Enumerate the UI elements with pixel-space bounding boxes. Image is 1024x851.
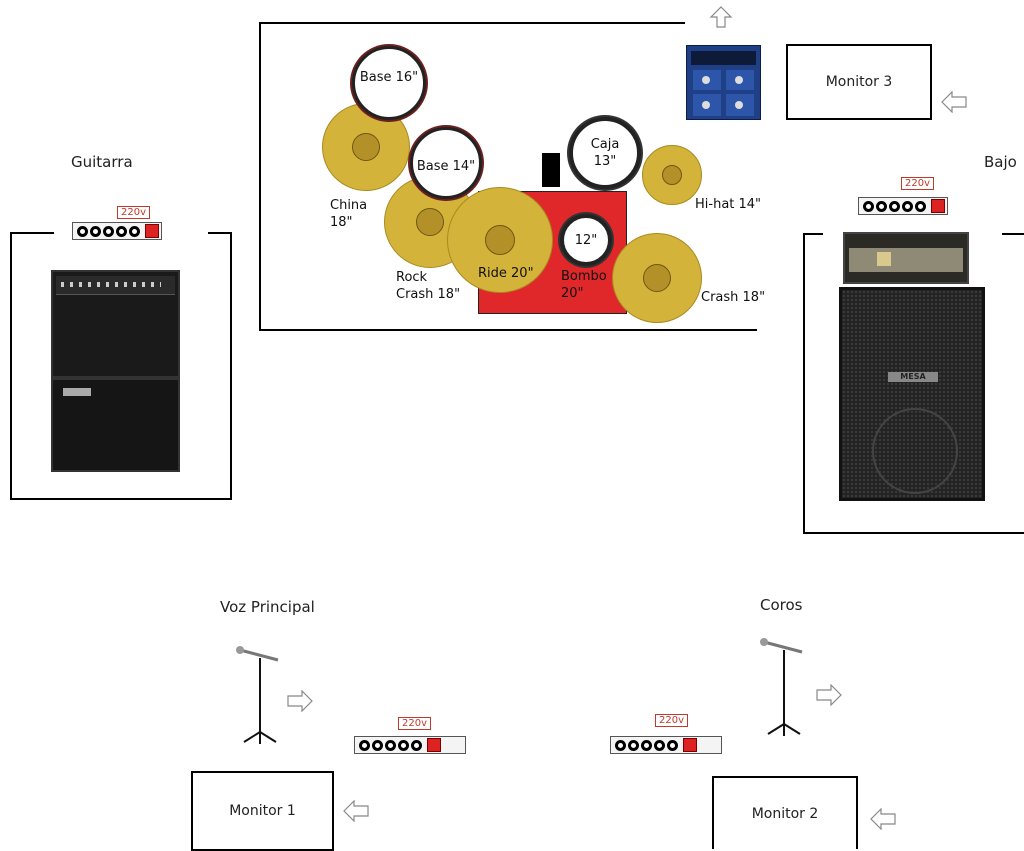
floor-tom-14: Base 14" bbox=[410, 127, 482, 199]
lead-vocal-label: Voz Principal bbox=[220, 598, 315, 616]
bass-power-strip bbox=[858, 197, 948, 215]
rack-tom-12-label: 12" bbox=[574, 232, 598, 248]
bass-voltage-tag: 220v bbox=[901, 177, 935, 190]
power-switch-icon bbox=[931, 199, 945, 213]
power-switch-icon bbox=[427, 738, 441, 752]
guitar-amp-cabinet bbox=[51, 378, 180, 472]
arrow-right-icon bbox=[287, 690, 313, 712]
backing-vocals-voltage-tag: 220v bbox=[655, 714, 689, 727]
arrow-up-icon bbox=[709, 5, 733, 29]
backing-vocals-label: Coros bbox=[760, 596, 803, 614]
guitar-power-strip bbox=[72, 222, 162, 240]
lead-vocal-power-strip bbox=[354, 736, 466, 754]
arrow-left-icon bbox=[941, 91, 967, 113]
ride-cymbal bbox=[447, 187, 553, 293]
floor-tom-16: Base 16" bbox=[352, 46, 426, 120]
monitor-2: Monitor 2 bbox=[712, 776, 858, 849]
arrow-left-icon bbox=[343, 800, 369, 822]
snare-label: Caja 13" bbox=[590, 137, 620, 169]
crash-label: Crash 18" bbox=[701, 290, 766, 305]
floor-tom-14-label: Base 14" bbox=[416, 158, 476, 174]
drum-throne bbox=[542, 153, 560, 187]
ride-label: Ride 20" bbox=[478, 266, 534, 281]
lead-vocal-mic-stand-icon bbox=[234, 646, 284, 750]
bass-amp-head bbox=[843, 232, 969, 284]
riser-top-edge bbox=[259, 22, 685, 24]
hihat-label: Hi-hat 14" bbox=[695, 197, 762, 212]
hihat-cymbal bbox=[642, 145, 702, 205]
crash-cymbal bbox=[612, 233, 702, 323]
monitor-2-label: Monitor 2 bbox=[751, 805, 819, 822]
bass-label: Bajo bbox=[984, 153, 1017, 171]
effects-pedalboard bbox=[686, 45, 761, 120]
backing-vocals-mic-stand-icon bbox=[758, 638, 808, 742]
rack-tom-12: 12" bbox=[560, 214, 612, 266]
riser-bottom-edge bbox=[259, 329, 757, 331]
rock-crash-label: Rock Crash 18" bbox=[396, 270, 461, 302]
snare-drum: Caja 13" bbox=[569, 117, 641, 189]
riser-left-edge bbox=[259, 22, 261, 331]
bombo-label: Bombo 20" bbox=[561, 269, 607, 301]
backing-vocals-power-strip bbox=[610, 736, 722, 754]
guitar-voltage-tag: 220v bbox=[117, 206, 151, 219]
arrow-right-icon bbox=[816, 684, 842, 706]
guitar-amp-head bbox=[51, 270, 180, 378]
monitor-3: Monitor 3 bbox=[786, 44, 932, 120]
china-label: China 18" bbox=[330, 198, 368, 230]
arrow-left-icon bbox=[870, 808, 896, 830]
monitor-3-label: Monitor 3 bbox=[825, 74, 893, 90]
guitar-label: Guitarra bbox=[71, 153, 133, 171]
power-switch-icon bbox=[683, 738, 697, 752]
power-switch-icon bbox=[145, 224, 159, 238]
china-cymbal bbox=[322, 103, 410, 191]
bass-amp-brand: MESA bbox=[900, 372, 926, 381]
lead-vocal-voltage-tag: 220v bbox=[398, 717, 432, 730]
monitor-1: Monitor 1 bbox=[191, 771, 334, 851]
bass-amp-cabinet: MESA bbox=[839, 287, 985, 501]
monitor-1-label: Monitor 1 bbox=[229, 803, 296, 819]
floor-tom-16-label: Base 16" bbox=[359, 69, 419, 85]
